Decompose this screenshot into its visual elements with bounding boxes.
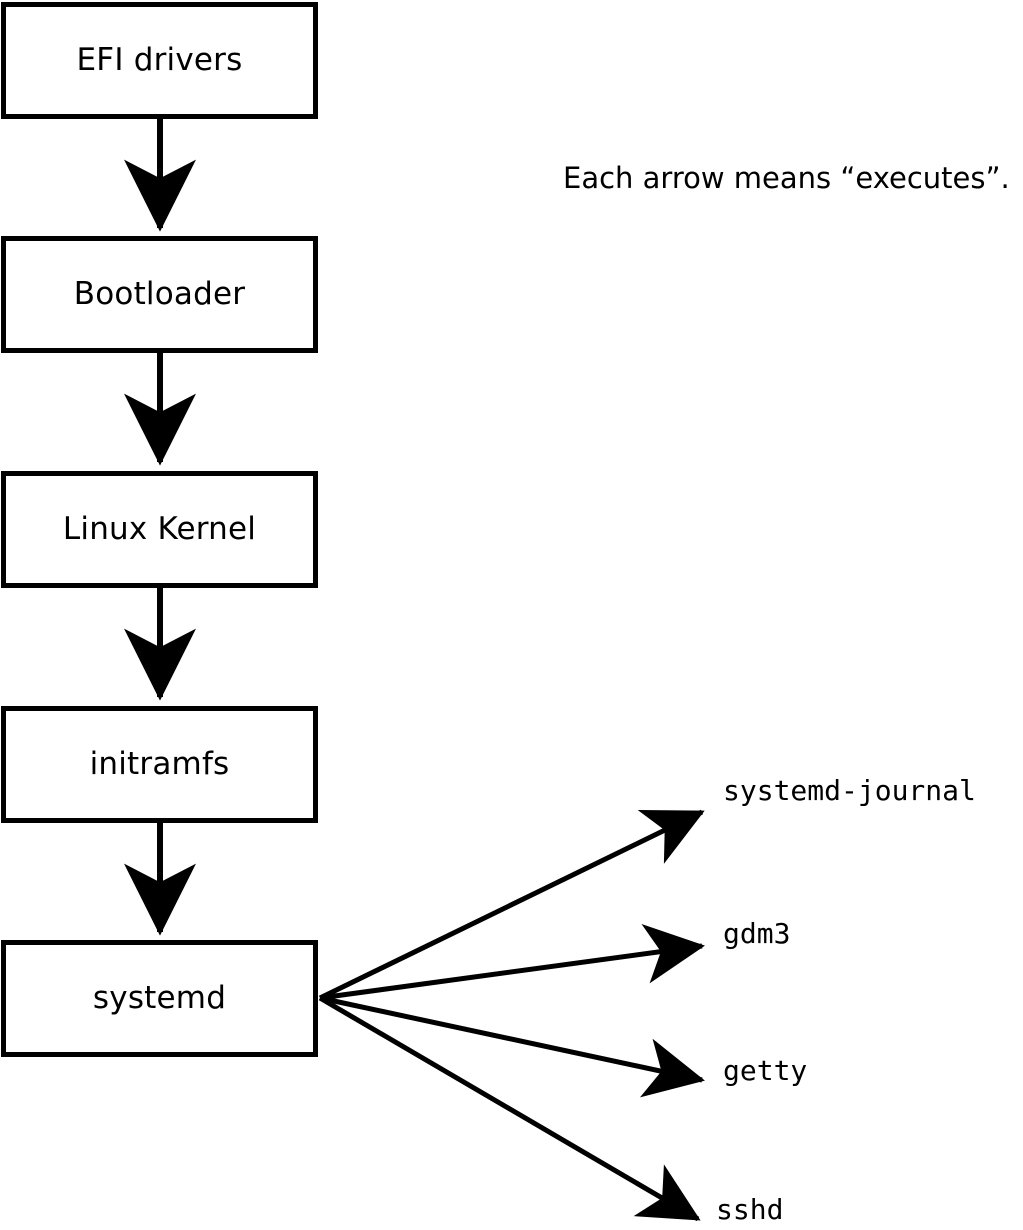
legend-note: Each arrow means “executes”. [563, 161, 1010, 195]
service-label-systemd-journal[interactable]: systemd-journal [723, 774, 976, 807]
stage-box-systemd[interactable]: systemd [1, 940, 318, 1057]
stage-label-bootloader: Bootloader [73, 276, 246, 312]
stage-label-efi-drivers: EFI drivers [76, 42, 243, 78]
stage-label-systemd: systemd [92, 980, 227, 1016]
stage-box-efi-drivers[interactable]: EFI drivers [1, 2, 318, 119]
arrow-systemd-to-getty [319, 995, 705, 1098]
arrow-systemd-to-systemd-journal [318, 809, 705, 1001]
service-label-sshd[interactable]: sshd [716, 1193, 784, 1226]
service-label-gdm3[interactable]: gdm3 [723, 917, 791, 950]
service-label-getty[interactable]: getty [723, 1054, 808, 1087]
arrow-systemd-to-sshd [318, 995, 701, 1222]
arrow-systemd-to-gdm3 [319, 923, 705, 1001]
stage-box-bootloader[interactable]: Bootloader [1, 236, 318, 353]
stage-box-initramfs[interactable]: initramfs [1, 706, 318, 823]
stage-label-linux-kernel: Linux Kernel [62, 511, 257, 547]
stage-label-initramfs: initramfs [89, 746, 230, 782]
stage-box-linux-kernel[interactable]: Linux Kernel [1, 471, 318, 588]
